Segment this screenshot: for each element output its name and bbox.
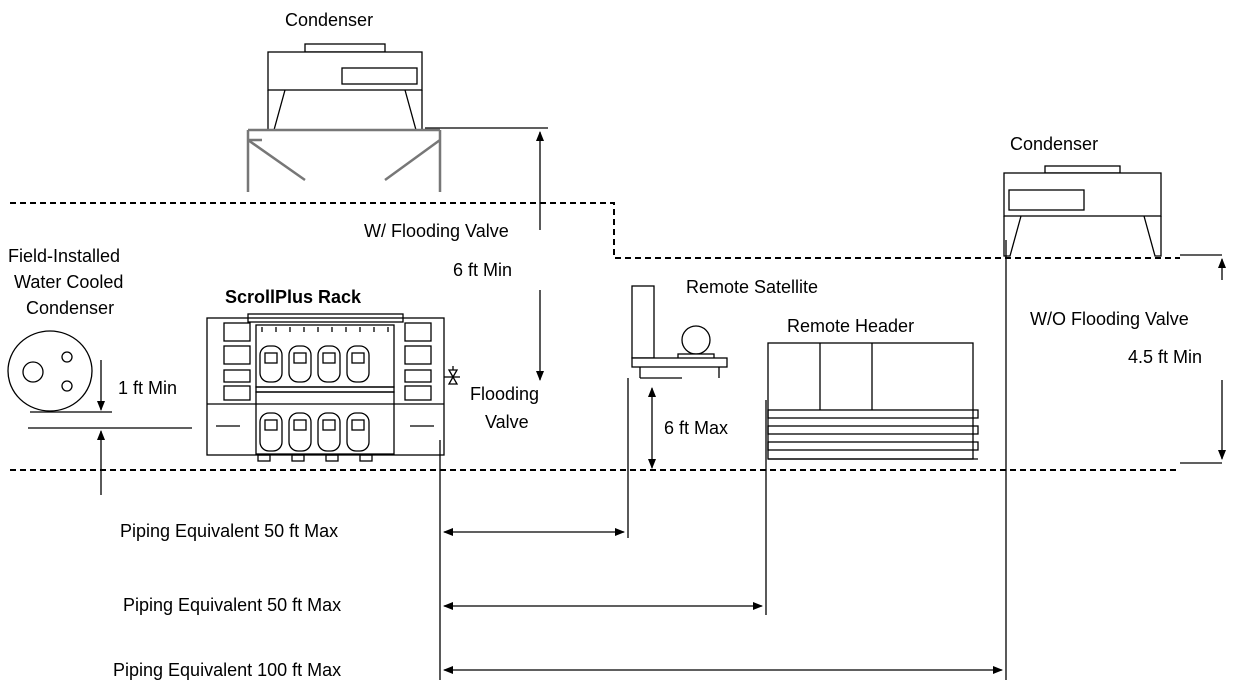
- condenser-right-label: Condenser: [1010, 134, 1098, 154]
- field-installed-label-1: Field-Installed: [8, 246, 120, 266]
- condenser-right-icon: [1003, 165, 1162, 257]
- remote-header-label: Remote Header: [787, 316, 914, 336]
- roof-level-line: [10, 202, 1180, 259]
- flooding-valve-icon: [444, 366, 460, 385]
- condenser-top-label: Condenser: [285, 10, 373, 30]
- piping-label-3: Piping Equivalent 100 ft Max: [113, 660, 341, 680]
- water-cooled-condenser-icon: [7, 330, 192, 495]
- piping-label-1: Piping Equivalent 50 ft Max: [120, 521, 338, 541]
- flooding-valve-label-1: Flooding: [470, 384, 539, 404]
- condenser-top-icon: [246, 43, 442, 192]
- field-installed-label-3: Condenser: [26, 298, 114, 318]
- scrollplus-rack-icon: [206, 313, 445, 462]
- w-flooding-valve-label: W/ Flooding Valve: [364, 221, 509, 241]
- piping-label-2: Piping Equivalent 50 ft Max: [123, 595, 341, 615]
- four-half-ft-min-label: 4.5 ft Min: [1128, 347, 1202, 367]
- wo-flooding-valve-label: W/O Flooding Valve: [1030, 309, 1189, 329]
- six-ft-max-label: 6 ft Max: [664, 418, 728, 438]
- flooding-valve-label-2: Valve: [485, 412, 529, 432]
- six-ft-min-label: 6 ft Min: [453, 260, 512, 280]
- remote-satellite-icon: [631, 285, 728, 379]
- remote-satellite-label: Remote Satellite: [686, 277, 818, 297]
- remote-header-icon: [767, 342, 979, 460]
- one-ft-min-label: 1 ft Min: [118, 378, 177, 398]
- scrollplus-rack-label: ScrollPlus Rack: [225, 287, 362, 307]
- field-installed-label-2: Water Cooled: [14, 272, 123, 292]
